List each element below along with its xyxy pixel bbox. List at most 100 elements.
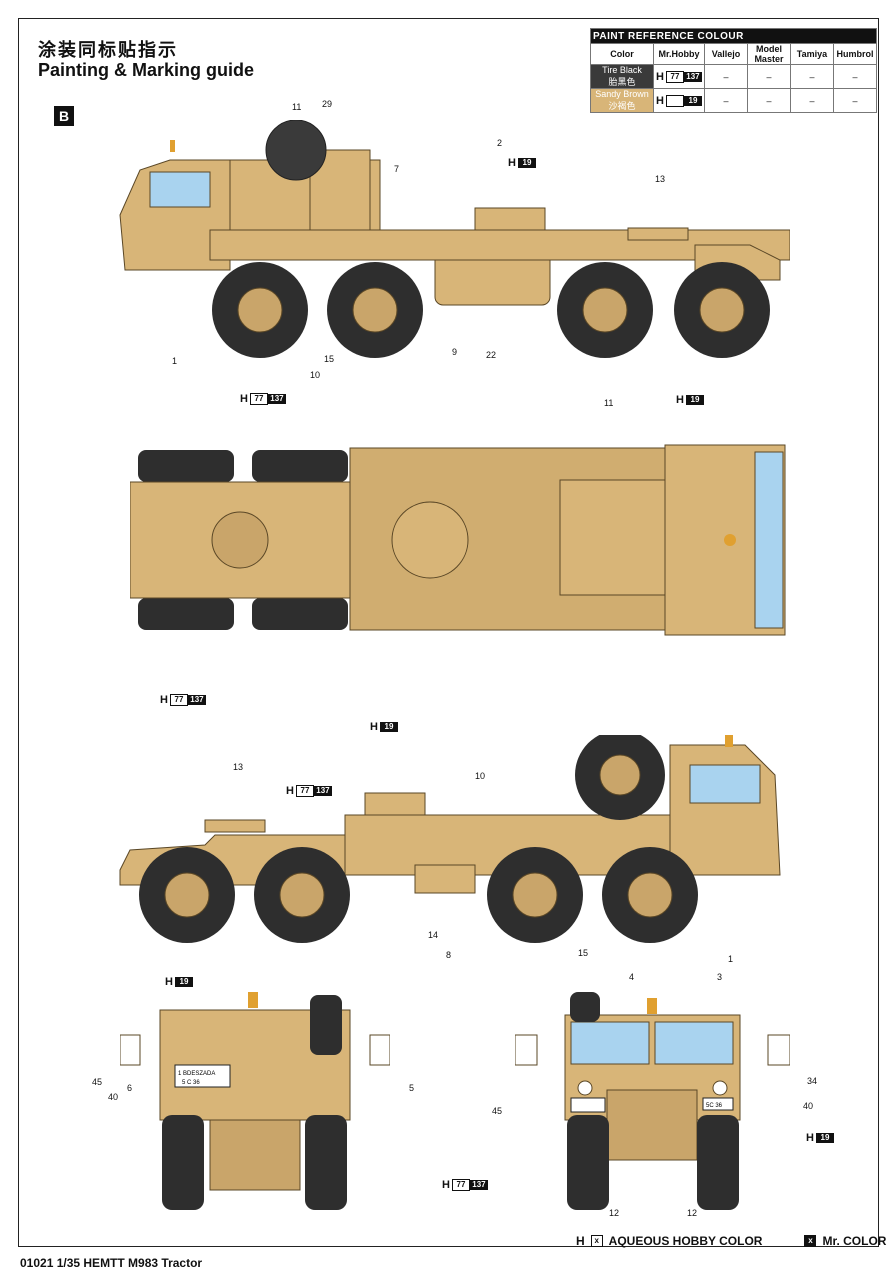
legend-h: H [576,1234,585,1248]
paint-reference-table: PAINT REFERENCE COLOUR Color Mr.Hobby Va… [590,28,877,113]
callout-13: 13 [655,174,666,184]
fifth-wheel-top [211,511,269,569]
fuel-tank-r [414,864,476,894]
storage-box-r [364,792,426,816]
callout-7: 7 [394,164,400,174]
beacon-light [170,140,175,152]
spare-tire-top [391,501,469,579]
front-mirror-left [515,1034,538,1066]
cell: – [832,88,877,113]
callout-22: 22 [486,350,497,360]
callout-12-right: 12 [687,1208,698,1218]
callout-45-f: 45 [492,1106,503,1116]
callout-5: 5 [409,1083,415,1093]
windshield-right [654,1021,734,1065]
headlight-left [577,1080,593,1096]
mirror-left [120,1034,141,1066]
callout-14: 14 [428,930,439,940]
callout-9: 9 [452,347,458,357]
callout-12-left: 12 [609,1208,620,1218]
beacon-top [724,534,736,546]
col-mrhobby: Mr.Hobby [653,43,705,65]
front-plate-left [570,1097,606,1113]
callout-15-r: 15 [578,948,589,958]
mrcolor-square-icon: x [804,1235,817,1247]
callout-13-r: 13 [233,762,244,772]
table-title: PAINT REFERENCE COLOUR [590,28,877,44]
rear-tire-right [305,1115,347,1210]
wheels-r [139,847,698,943]
section-badge: B [54,106,74,126]
title-chinese: 涂装同标贴指示 [38,40,178,60]
callout-11: 11 [292,102,302,112]
side-view-left [119,120,790,358]
front-grille [606,1089,698,1161]
rear-plate [174,1064,231,1088]
callout-2: 2 [497,138,503,148]
side-window-r [689,764,761,804]
rear-axle [209,1119,301,1191]
cell: – [746,64,791,89]
front-plate-text: 5C 36 [706,1103,723,1109]
engine-cover-top [559,479,671,596]
front-mirror-right [767,1034,790,1066]
col-humbrol: Humbrol [832,43,877,65]
spare-tire [265,120,327,181]
rear-tire-left [162,1115,204,1210]
callout-40-f: 40 [803,1101,814,1111]
col-modelmaster: Model Master [746,43,791,65]
callout-1: 1 [172,356,178,366]
title-english: Painting & Marking guide [38,60,255,80]
rear-view: 1 BDESZADA 5 C 36 [120,992,390,1210]
windshield-left [570,1021,650,1065]
storage-box [474,207,546,233]
cell: – [746,88,791,113]
cell: – [789,88,834,113]
plate-text-2: 5 C 36 [182,1080,200,1086]
wheels [212,262,770,358]
beacon-rear [248,992,258,1008]
legend-mrcolor: Mr. COLOR [822,1234,887,1248]
cell: – [789,64,834,89]
callout-10: 10 [310,370,321,380]
cell: – [703,64,748,89]
col-color: Color [590,43,654,65]
spare-tire-front [570,992,600,1022]
fifth-wheel-r [204,819,266,833]
front-plate-right [702,1097,734,1111]
front-tire-right [697,1115,739,1210]
chassis-frame [209,229,790,261]
callout-29: 29 [322,99,333,109]
mirror-right [369,1034,390,1066]
callout-10-r: 10 [475,771,486,781]
beacon-light-r [725,735,733,747]
front-tire-left [567,1115,609,1210]
headlight-right [712,1080,728,1096]
callout-4: 4 [629,972,635,982]
fifth-wheel [627,227,689,241]
legend: H x AQUEOUS HOBBY COLOR x Mr. COLOR [576,1234,886,1248]
callout-3: 3 [717,972,723,982]
windshield-top [754,451,784,629]
callout-8: 8 [446,950,452,960]
callout-15: 15 [324,354,335,364]
callout-40: 40 [108,1092,119,1102]
col-vallejo: Vallejo [703,43,748,65]
side-window [149,171,211,208]
callout-6: 6 [127,1083,133,1093]
cell: – [703,88,748,113]
beacon-front [647,998,657,1014]
front-view: 5C 36 [515,992,790,1210]
